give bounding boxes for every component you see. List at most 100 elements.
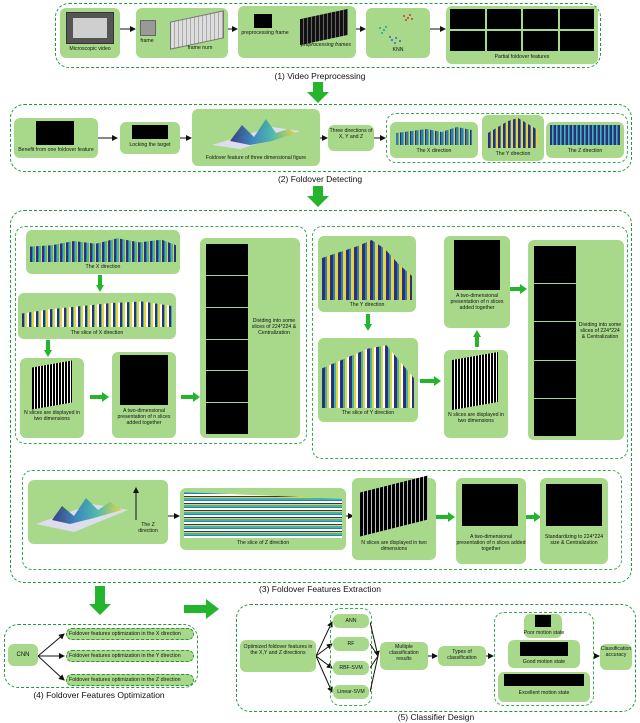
- arrow-x-slice: [96, 275, 104, 292]
- rbf-svm-label: RBF-SVM: [339, 665, 363, 671]
- arrow-two-dim-dividing-right: [510, 284, 527, 294]
- classifier-group: [330, 608, 372, 706]
- x-direction-label: The X direction: [85, 264, 121, 270]
- ann-box: [333, 614, 369, 628]
- dividing-right-strips: [534, 246, 576, 436]
- dividing-left-label: Dividing into some slices of 224*224 & C…: [251, 318, 297, 336]
- z-dir-bars: [550, 125, 620, 145]
- standardizing-thumb: [546, 484, 602, 526]
- y-dir-label: The Y direction: [495, 151, 531, 157]
- good-label: Good motion state: [522, 659, 566, 665]
- cnn-label: CNN: [16, 652, 30, 658]
- optimized-branch-arrows: [316, 621, 333, 693]
- y-direction-label: The Y direction: [349, 302, 385, 308]
- arrow-frame-preprocess: [228, 26, 238, 32]
- stage2-down-arrow: [307, 186, 329, 207]
- xyz-directions-group: [386, 113, 628, 163]
- three-dirs-label: Three directions of X, Y and Z: [329, 128, 373, 140]
- arrow-three-dirs-xyz: [374, 135, 386, 141]
- opt-z-label: Foldover features optimization in the Z …: [69, 677, 181, 683]
- opt-y-box: [66, 650, 194, 662]
- stage1-caption: (1) Video Preprocessing: [274, 71, 366, 81]
- types-label: Types of classification: [447, 649, 477, 661]
- two-dim-left-thumb: [120, 355, 168, 405]
- x-extraction-panel: [15, 226, 307, 444]
- frame-label: frame: [140, 38, 154, 44]
- arrow-slice-z-n: [346, 513, 354, 519]
- n-slices-left-stack: [32, 360, 72, 410]
- arrow-types-states: [486, 653, 494, 659]
- excellent-thumb: [504, 674, 584, 686]
- cnn-branch-arrows: [38, 633, 65, 681]
- stage4-caption: (4) Foldover Features Optimization: [33, 690, 165, 700]
- excellent-label: Excellent motion state: [518, 690, 570, 696]
- slice-z-label: The slice of Z direction: [236, 540, 290, 546]
- arrow-knn-partial: [430, 26, 446, 32]
- foldover-3d-surface: [212, 119, 300, 149]
- stage2-caption: (2) Foldover Detecting: [277, 174, 363, 184]
- arrow-3d-three-dirs: [320, 135, 328, 141]
- stage-classifier-design: [236, 604, 636, 712]
- arrow-locking-3d: [180, 135, 192, 141]
- stage-features-optimization: [4, 624, 198, 688]
- ann-label: ANN: [345, 618, 357, 624]
- z-direction-surface: [36, 498, 128, 532]
- arrow-preprocess-knn: [356, 26, 366, 32]
- standardizing-label: Standardizing to 224*224 size & Centrali…: [544, 534, 604, 546]
- slice-x-label: The slice of X direction: [70, 330, 124, 336]
- arrow-video-frame: [120, 26, 136, 32]
- stage3-right-arrow: [184, 599, 219, 619]
- multiple-box: [380, 642, 428, 670]
- film-strip-icon: [66, 12, 114, 44]
- rf-box: [333, 637, 369, 651]
- x-direction-bars: [30, 238, 176, 262]
- arrow-z-slice: [168, 513, 180, 519]
- types-box: [438, 646, 486, 666]
- z-axis-arrow: [133, 487, 139, 520]
- y-extraction-panel: [312, 226, 628, 459]
- knn-label: KNN: [392, 47, 404, 53]
- slice-z-bars: [184, 492, 342, 538]
- two-dim-z-thumb: [462, 484, 518, 526]
- frame-thumb: [140, 20, 156, 36]
- arrow-n-two-dim-left: [90, 392, 109, 402]
- three-dirs-box: [328, 125, 374, 151]
- accuracy-label: Classification accuracy: [600, 646, 632, 658]
- poor-label: Poor motion state: [523, 630, 565, 636]
- arrow-benefit-locking: [98, 135, 118, 141]
- poor-thumb: [535, 615, 551, 627]
- opt-z-box: [66, 674, 194, 686]
- linear-svm-box: [333, 685, 369, 699]
- knn-scatter: [379, 14, 413, 44]
- arrow-two-dim-dividing-left: [181, 392, 200, 402]
- two-dim-z-label: A two-dimensional presentation of n slic…: [456, 534, 526, 552]
- arrow-slice-n-left: [44, 340, 52, 357]
- optimized-box: [240, 640, 316, 672]
- two-dim-left-label: A two-dimensional presentation of n slic…: [117, 408, 171, 426]
- good-thumb: [520, 642, 568, 656]
- two-dim-right-label: A two-dimensional presentation of n slic…: [450, 293, 504, 311]
- foldover-3d-label: Foldover feature of three dimensional fi…: [205, 155, 307, 161]
- slice-y-label: The slice of Y direction: [341, 410, 395, 416]
- arrow-states-accuracy: [594, 653, 600, 659]
- partial-features-grid: [450, 9, 594, 51]
- z-extraction-panel: [22, 470, 622, 570]
- preprocessing-frames-label: preprocessing frames: [301, 42, 351, 48]
- dividing-left-strips: [206, 244, 248, 434]
- arrow-n-two-dim-right: [473, 330, 481, 347]
- z-direction-label: The Z direction: [138, 522, 158, 534]
- opt-x-label: Foldover features optimization in the X …: [69, 631, 181, 637]
- benefit-thumb: [36, 121, 74, 145]
- locking-label: Locking the target: [129, 142, 171, 148]
- microscopic-video-label: Microscopic video: [69, 46, 111, 52]
- x-dir-label: The X direction: [416, 148, 452, 154]
- optimized-label: Optimized foldover features in the X,Y a…: [243, 644, 313, 656]
- z-dir-label: The Z direction: [567, 148, 603, 154]
- partial-features-label: Partial foldover features: [494, 54, 550, 60]
- stage3-caption: (3) Foldover Features Extraction: [259, 584, 381, 594]
- linear-svm-label: Linear-SVM: [337, 689, 365, 695]
- opt-y-label: Foldover features optimization in the Y …: [69, 653, 181, 659]
- cnn-box: [8, 644, 38, 666]
- n-slices-left-label: N slices are displayed in two dimensions: [24, 410, 80, 422]
- rf-label: RF: [347, 641, 355, 647]
